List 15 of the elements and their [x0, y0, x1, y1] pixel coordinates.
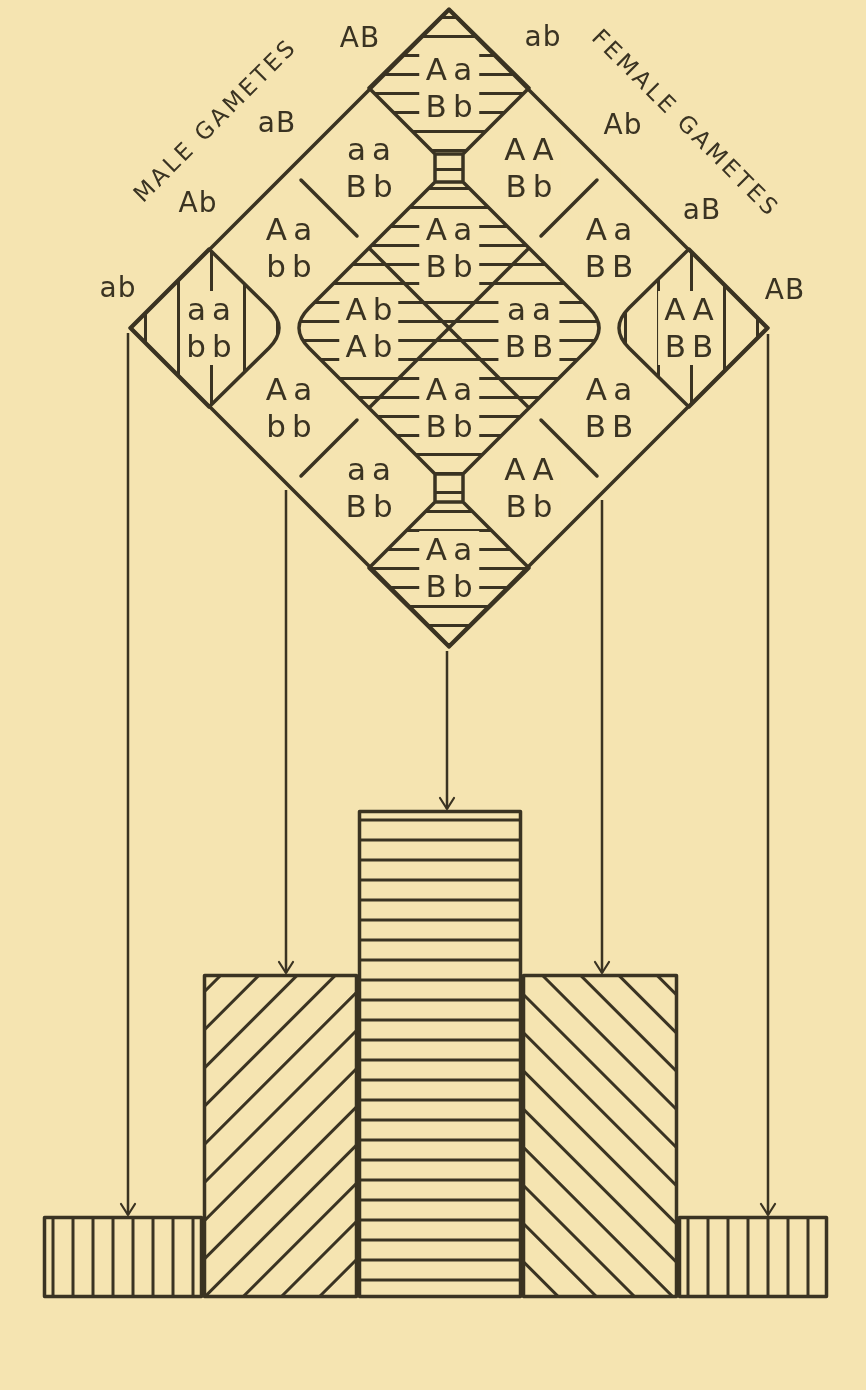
- gamete-label: ab: [99, 272, 137, 304]
- gamete-label: Ab: [603, 109, 643, 141]
- arrow: [277, 490, 295, 975]
- histogram-bar: [358, 810, 522, 1298]
- histogram-bar: [678, 1216, 828, 1298]
- arrow: [593, 500, 611, 975]
- gamete-label: AB: [339, 22, 381, 54]
- histogram-bar: [43, 1216, 203, 1298]
- histogram-bar: [203, 974, 358, 1298]
- arrow: [438, 651, 456, 811]
- histogram-bar: [522, 974, 678, 1298]
- arrow: [759, 334, 777, 1217]
- gamete-label: AB: [764, 274, 806, 306]
- arrow: [119, 333, 137, 1217]
- gamete-label: ab: [524, 21, 562, 53]
